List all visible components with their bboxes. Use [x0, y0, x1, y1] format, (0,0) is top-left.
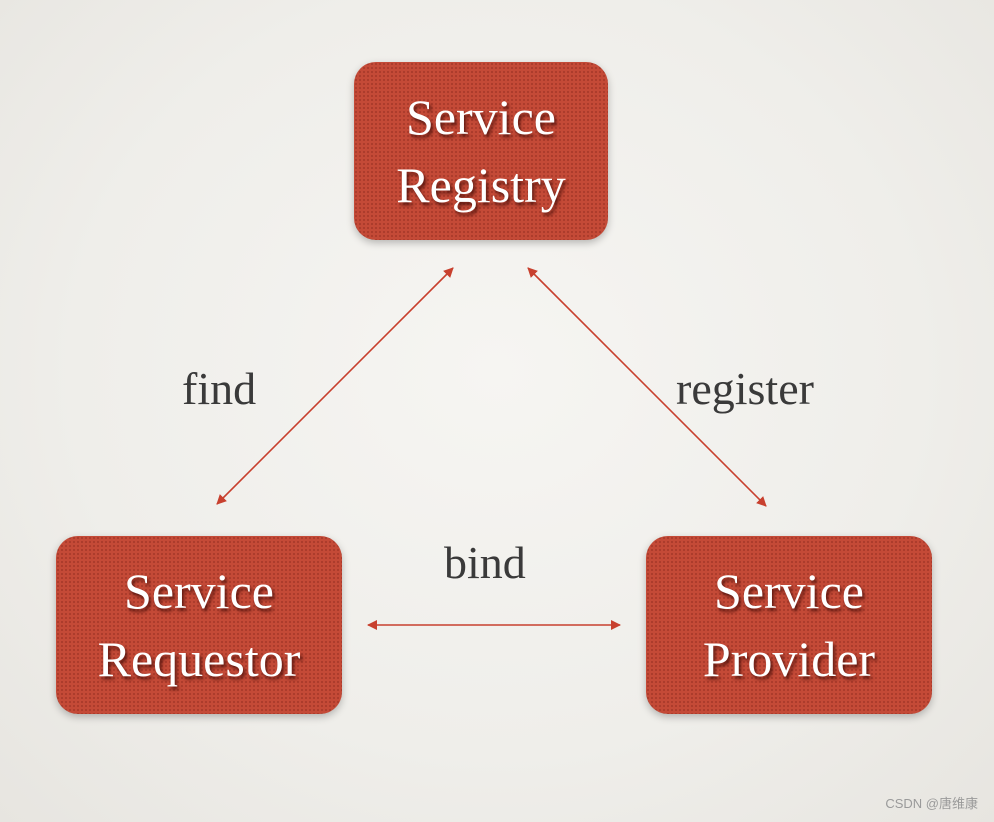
service-registry-line1: Service [406, 89, 556, 145]
watermark: CSDN @唐维康 [885, 796, 978, 811]
register-arrow [527, 267, 767, 507]
service-requestor-node: Service Requestor [56, 536, 342, 714]
service-registry-node: Service Registry [354, 62, 608, 240]
service-registry-line2: Registry [396, 157, 566, 213]
register-label: register [676, 363, 814, 414]
service-provider-line2: Provider [702, 631, 876, 687]
service-requestor-line2: Requestor [97, 631, 301, 687]
find-arrow [216, 267, 454, 505]
service-provider-node: Service Provider [646, 536, 932, 714]
service-provider-line1: Service [714, 563, 864, 619]
find-label: find [182, 363, 257, 414]
service-requestor-line1: Service [124, 563, 274, 619]
bind-label: bind [444, 537, 526, 588]
